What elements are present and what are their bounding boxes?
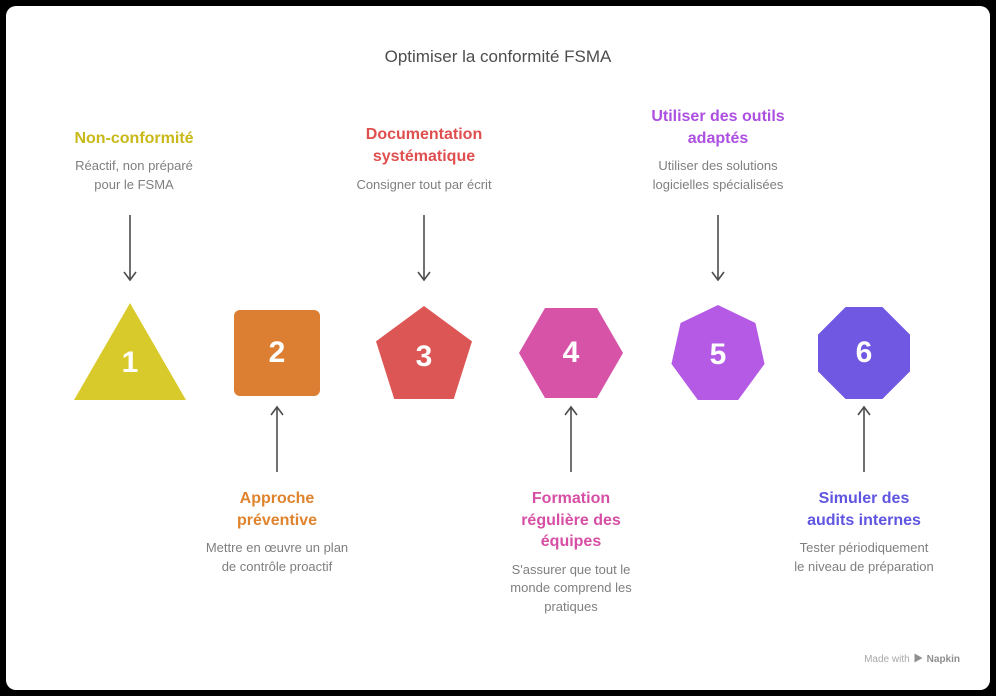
step-3-label: Documentation systématique	[365, 126, 483, 165]
annotation-step-6: Simuler des audits internes Tester pério…	[749, 488, 979, 576]
arrow-down-icon	[416, 215, 432, 287]
step-1-label: Non-conformité	[74, 129, 194, 147]
arrow-up-icon	[856, 402, 872, 474]
arrow-down-icon	[710, 215, 726, 287]
step-4-number: 4	[562, 336, 580, 369]
step-2-number: 2	[268, 336, 286, 369]
arrow-down-icon	[122, 215, 138, 287]
arrow-up-icon	[563, 402, 579, 474]
brand-name: Napkin	[926, 654, 960, 665]
arrow-up-icon	[269, 402, 285, 474]
step-5-label: Utiliser des outils adaptés	[651, 107, 785, 147]
step-4-description: S'assurer que tout le monde comprend les…	[510, 561, 632, 614]
step-4-label: Formation régulière des équipes	[521, 490, 621, 551]
step-3-description: Consigner tout par écrit	[356, 176, 492, 192]
diagram-title: Optimiser la conformité FSMA	[384, 47, 612, 66]
annotation-step-2: Approche préventive Mettre en œuvre un p…	[162, 488, 392, 576]
step-2-square-shape: 2	[234, 310, 320, 396]
step-6-number: 6	[855, 336, 873, 369]
step-1-description: Réactif, non préparé pour le FSMA	[75, 158, 193, 192]
step-6-octagon-shape: 6	[818, 307, 910, 399]
step-2-label: Approche préventive	[236, 490, 318, 529]
annotation-step-4: Formation régulière des équipes S'assure…	[456, 488, 686, 616]
step-5-heptagon-shape: 5	[671, 305, 765, 400]
annotation-step-5: Utiliser des outils adaptés Utiliser des…	[603, 52, 833, 194]
annotation-step-1: Non-conformité Réactif, non préparé pour…	[19, 52, 249, 194]
step-2-description: Mettre en œuvre un plan de contrôle proa…	[205, 540, 349, 574]
step-6-label: Simuler des audits internes	[807, 490, 921, 529]
step-6-description: Tester périodiquement le niveau de prépa…	[794, 540, 934, 574]
footer-credit: Made with Napkin	[864, 653, 960, 666]
step-5-number: 5	[709, 337, 727, 371]
made-with-text: Made with	[864, 654, 910, 665]
step-3-number: 3	[415, 339, 433, 373]
step-1-number: 1	[121, 345, 139, 379]
step-5-description: Utiliser des solutions logicielles spéci…	[652, 158, 784, 192]
annotation-step-3: Documentation systématique Consigner tou…	[309, 52, 539, 194]
napkin-logo-icon	[914, 653, 923, 666]
